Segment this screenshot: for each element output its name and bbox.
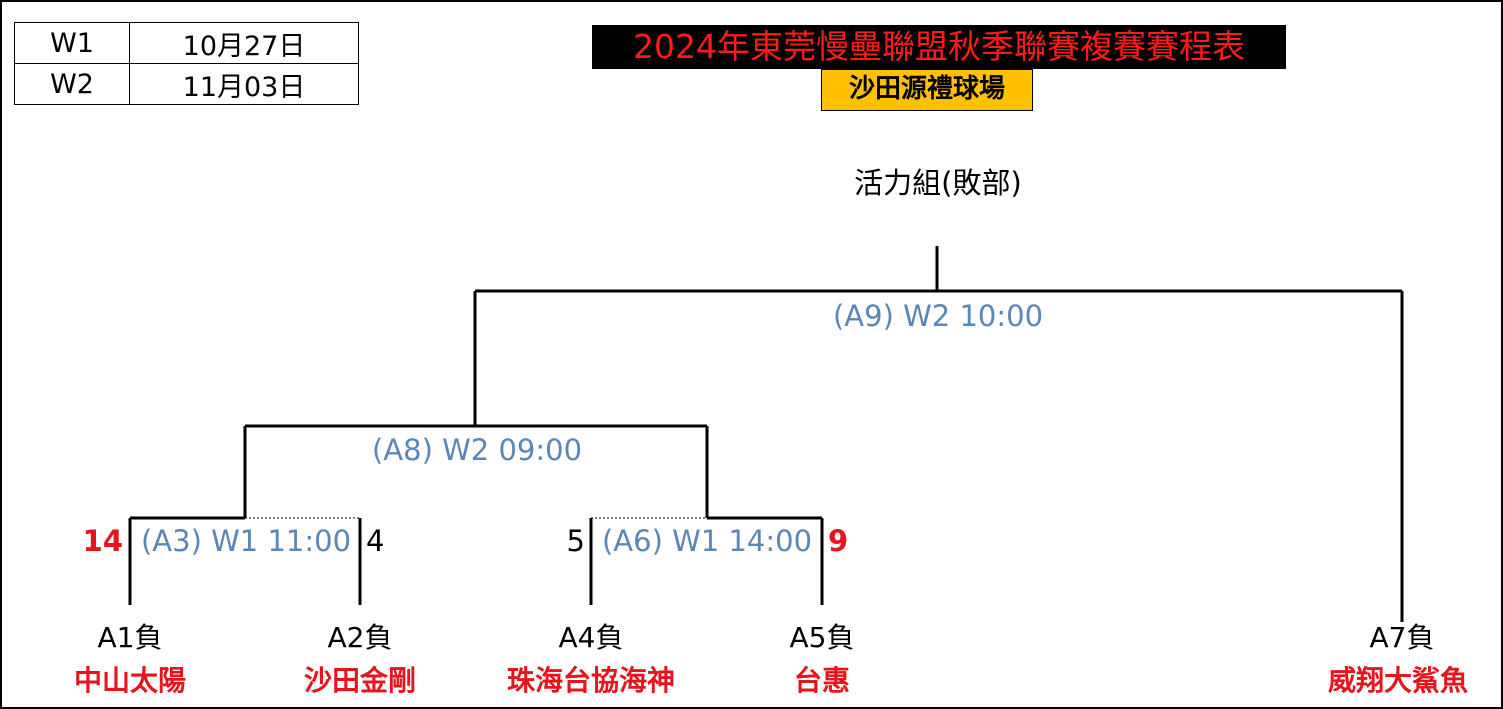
score-a3-left: 14 (83, 524, 123, 558)
game-label-a9: (A9) W2 10:00 (833, 299, 1043, 333)
score-a6-right: 9 (828, 524, 848, 558)
group-title: 活力組(敗部) (854, 166, 1022, 200)
schedule-table: W1 10月27日 W2 11月03日 (14, 22, 359, 105)
game-label-a3: (A3) W1 11:00 (141, 524, 351, 558)
slot-team: 威翔大鯊魚 (1328, 664, 1468, 697)
venue-badge: 沙田源禮球場 (821, 69, 1033, 111)
score-a3-right: 4 (366, 524, 384, 558)
schedule-week: W1 (14, 22, 130, 64)
schedule-date: 10月27日 (129, 22, 359, 64)
slot-team: 沙田金剛 (304, 664, 416, 697)
schedule-row: W2 11月03日 (14, 63, 359, 105)
slot-seed: A7負 (1370, 621, 1435, 654)
page-title: 2024年東莞慢壘聯盟秋季聯賽複賽賽程表 (592, 25, 1286, 69)
game-label-a6: (A6) W1 14:00 (602, 524, 812, 558)
schedule-date: 11月03日 (129, 63, 359, 105)
slot-team: 中山太陽 (74, 664, 186, 697)
schedule-week: W2 (14, 63, 130, 105)
slot-seed: A2負 (328, 621, 393, 654)
schedule-row: W1 10月27日 (14, 22, 359, 64)
slot-seed: A5負 (790, 621, 855, 654)
game-label-a8: (A8) W2 09:00 (372, 433, 582, 467)
slot-team: 台惠 (794, 664, 850, 697)
slot-seed: A4負 (559, 621, 624, 654)
slot-seed: A1負 (98, 621, 163, 654)
score-a6-left: 5 (567, 524, 585, 558)
slot-team: 珠海台協海神 (507, 664, 675, 697)
